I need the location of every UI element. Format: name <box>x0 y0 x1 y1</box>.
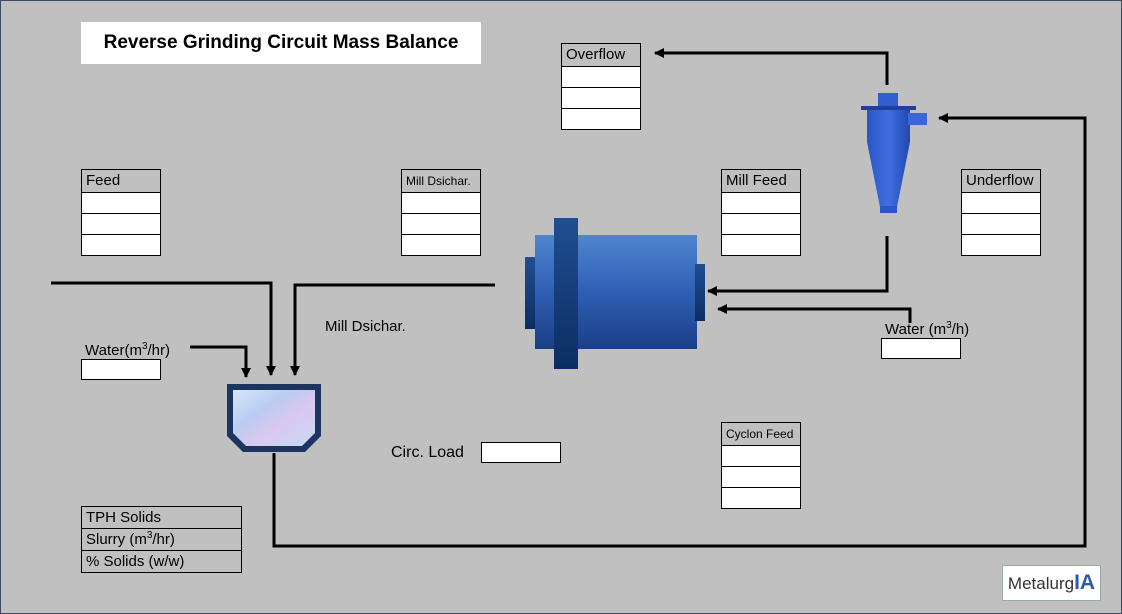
feed-stream-table: Feed <box>81 169 161 256</box>
underflow-slurry-cell[interactable] <box>962 214 1040 235</box>
water-mill-pipe <box>717 304 912 323</box>
mill-discharge-header: Mill Dsichar. <box>402 170 480 193</box>
mill-feed-solids-cell[interactable] <box>722 235 800 255</box>
mill-discharge-tph-cell[interactable] <box>402 193 480 214</box>
cyclone-feed-stream-table: Cyclon Feed <box>721 422 801 509</box>
overflow-slurry-cell[interactable] <box>562 88 640 109</box>
feed-solids-cell[interactable] <box>82 235 160 255</box>
underflow-tph-cell[interactable] <box>962 193 1040 214</box>
circ-load-input[interactable] <box>481 442 561 463</box>
sump-tank <box>227 384 321 452</box>
underflow-solids-cell[interactable] <box>962 235 1040 255</box>
overflow-pipe <box>654 48 889 85</box>
underflow-pipe <box>707 236 889 296</box>
feed-header: Feed <box>82 170 160 193</box>
metalurgia-logo: MetalurgIA <box>1002 565 1101 601</box>
water-mill-label: Water (m3/h) <box>885 320 970 339</box>
mill-feed-header: Mill Feed <box>722 170 800 193</box>
mill-discharge-slurry-cell[interactable] <box>402 214 480 235</box>
underflow-stream-table: Underflow <box>961 169 1041 256</box>
cyclone-feed-header: Cyclon Feed <box>722 423 800 446</box>
mill-feed-stream-table: Mill Feed <box>721 169 801 256</box>
mill-discharge-pipe <box>290 283 495 376</box>
feed-pipe <box>51 281 276 376</box>
circ-load-label: Circ. Load <box>391 444 464 461</box>
legend-pct-solids: % Solids (w/w) <box>86 553 185 570</box>
water-mill-input[interactable] <box>881 338 961 359</box>
feed-slurry-cell[interactable] <box>82 214 160 235</box>
cyclone-feed-tph-cell[interactable] <box>722 446 800 467</box>
units-legend: TPH Solids Slurry (m3/hr) % Solids (w/w) <box>81 506 242 573</box>
mill-discharge-line-label: Mill Dsichar. <box>325 318 406 335</box>
cyclone-feed-solids-cell[interactable] <box>722 488 800 508</box>
overflow-stream-table: Overflow <box>561 43 641 130</box>
legend-tph-solids: TPH Solids <box>82 507 241 529</box>
cyclone-feed-slurry-cell[interactable] <box>722 467 800 488</box>
water-sump-label: Water(m3/hr) <box>85 341 171 360</box>
feed-tph-cell[interactable] <box>82 193 160 214</box>
cyclone-feed-pipe <box>272 113 1087 548</box>
underflow-header: Underflow <box>962 170 1040 193</box>
legend-slurry: Slurry (m3/hr) <box>82 529 241 551</box>
overflow-tph-cell[interactable] <box>562 67 640 88</box>
water-sump-input[interactable] <box>81 359 161 380</box>
mill-discharge-solids-cell[interactable] <box>402 235 480 255</box>
water-sump-pipe <box>190 345 251 378</box>
ball-mill <box>525 218 705 369</box>
overflow-header: Overflow <box>562 44 640 67</box>
mill-feed-tph-cell[interactable] <box>722 193 800 214</box>
mill-discharge-stream-table: Mill Dsichar. <box>401 169 481 256</box>
overflow-solids-cell[interactable] <box>562 109 640 129</box>
hydrocyclone <box>861 93 927 213</box>
mill-feed-slurry-cell[interactable] <box>722 214 800 235</box>
page-title: Reverse Grinding Circuit Mass Balance <box>81 22 481 64</box>
